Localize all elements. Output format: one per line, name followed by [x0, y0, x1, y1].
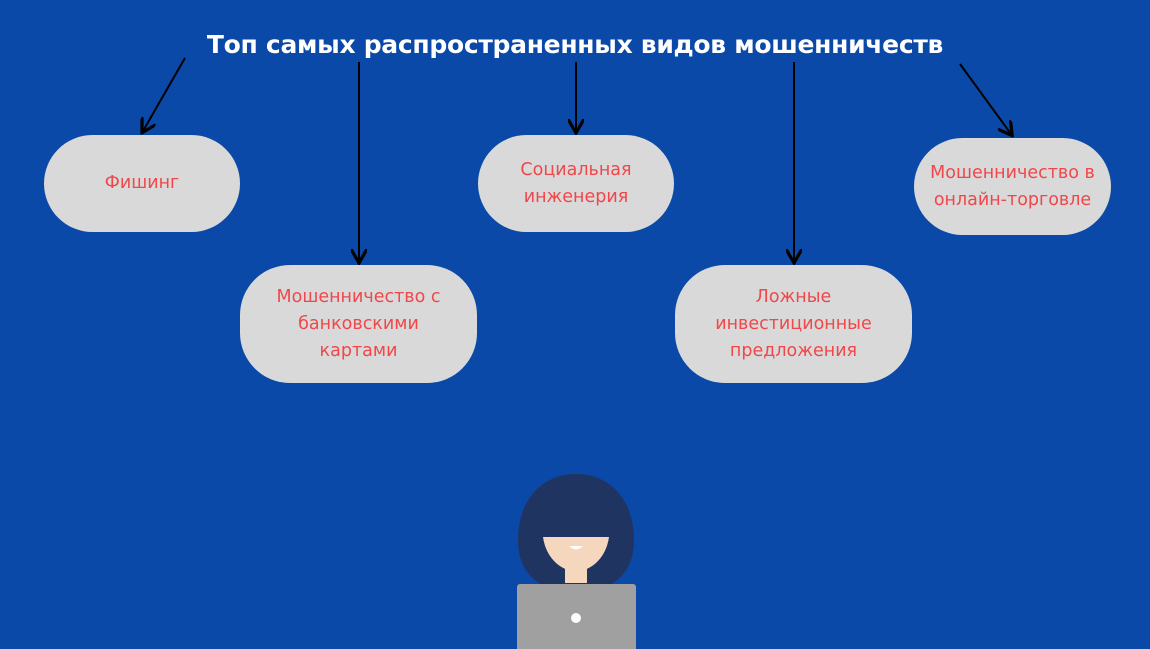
neck: [565, 565, 587, 583]
node-investment-fraud: Ложные инвестиционные предложения: [675, 265, 912, 383]
hacker-illustration: [517, 474, 636, 649]
smile: [569, 546, 583, 550]
diagram-title: Топ самых распространенных видов мошенни…: [206, 30, 944, 59]
node-phishing: Фишинг: [44, 135, 240, 232]
hood: [518, 474, 634, 586]
node-online-shopping-fraud: Мошенничество в онлайн-торговле: [914, 138, 1111, 235]
node-card-fraud: Мошенничество с банковскими картами: [240, 265, 477, 383]
arrow-to-online-shopping: [959, 63, 1011, 134]
node-social-engineering: Социальная инженерия: [478, 135, 674, 232]
laptop-logo: [571, 613, 581, 623]
arrow-to-phishing: [143, 57, 186, 131]
face: [543, 537, 609, 572]
